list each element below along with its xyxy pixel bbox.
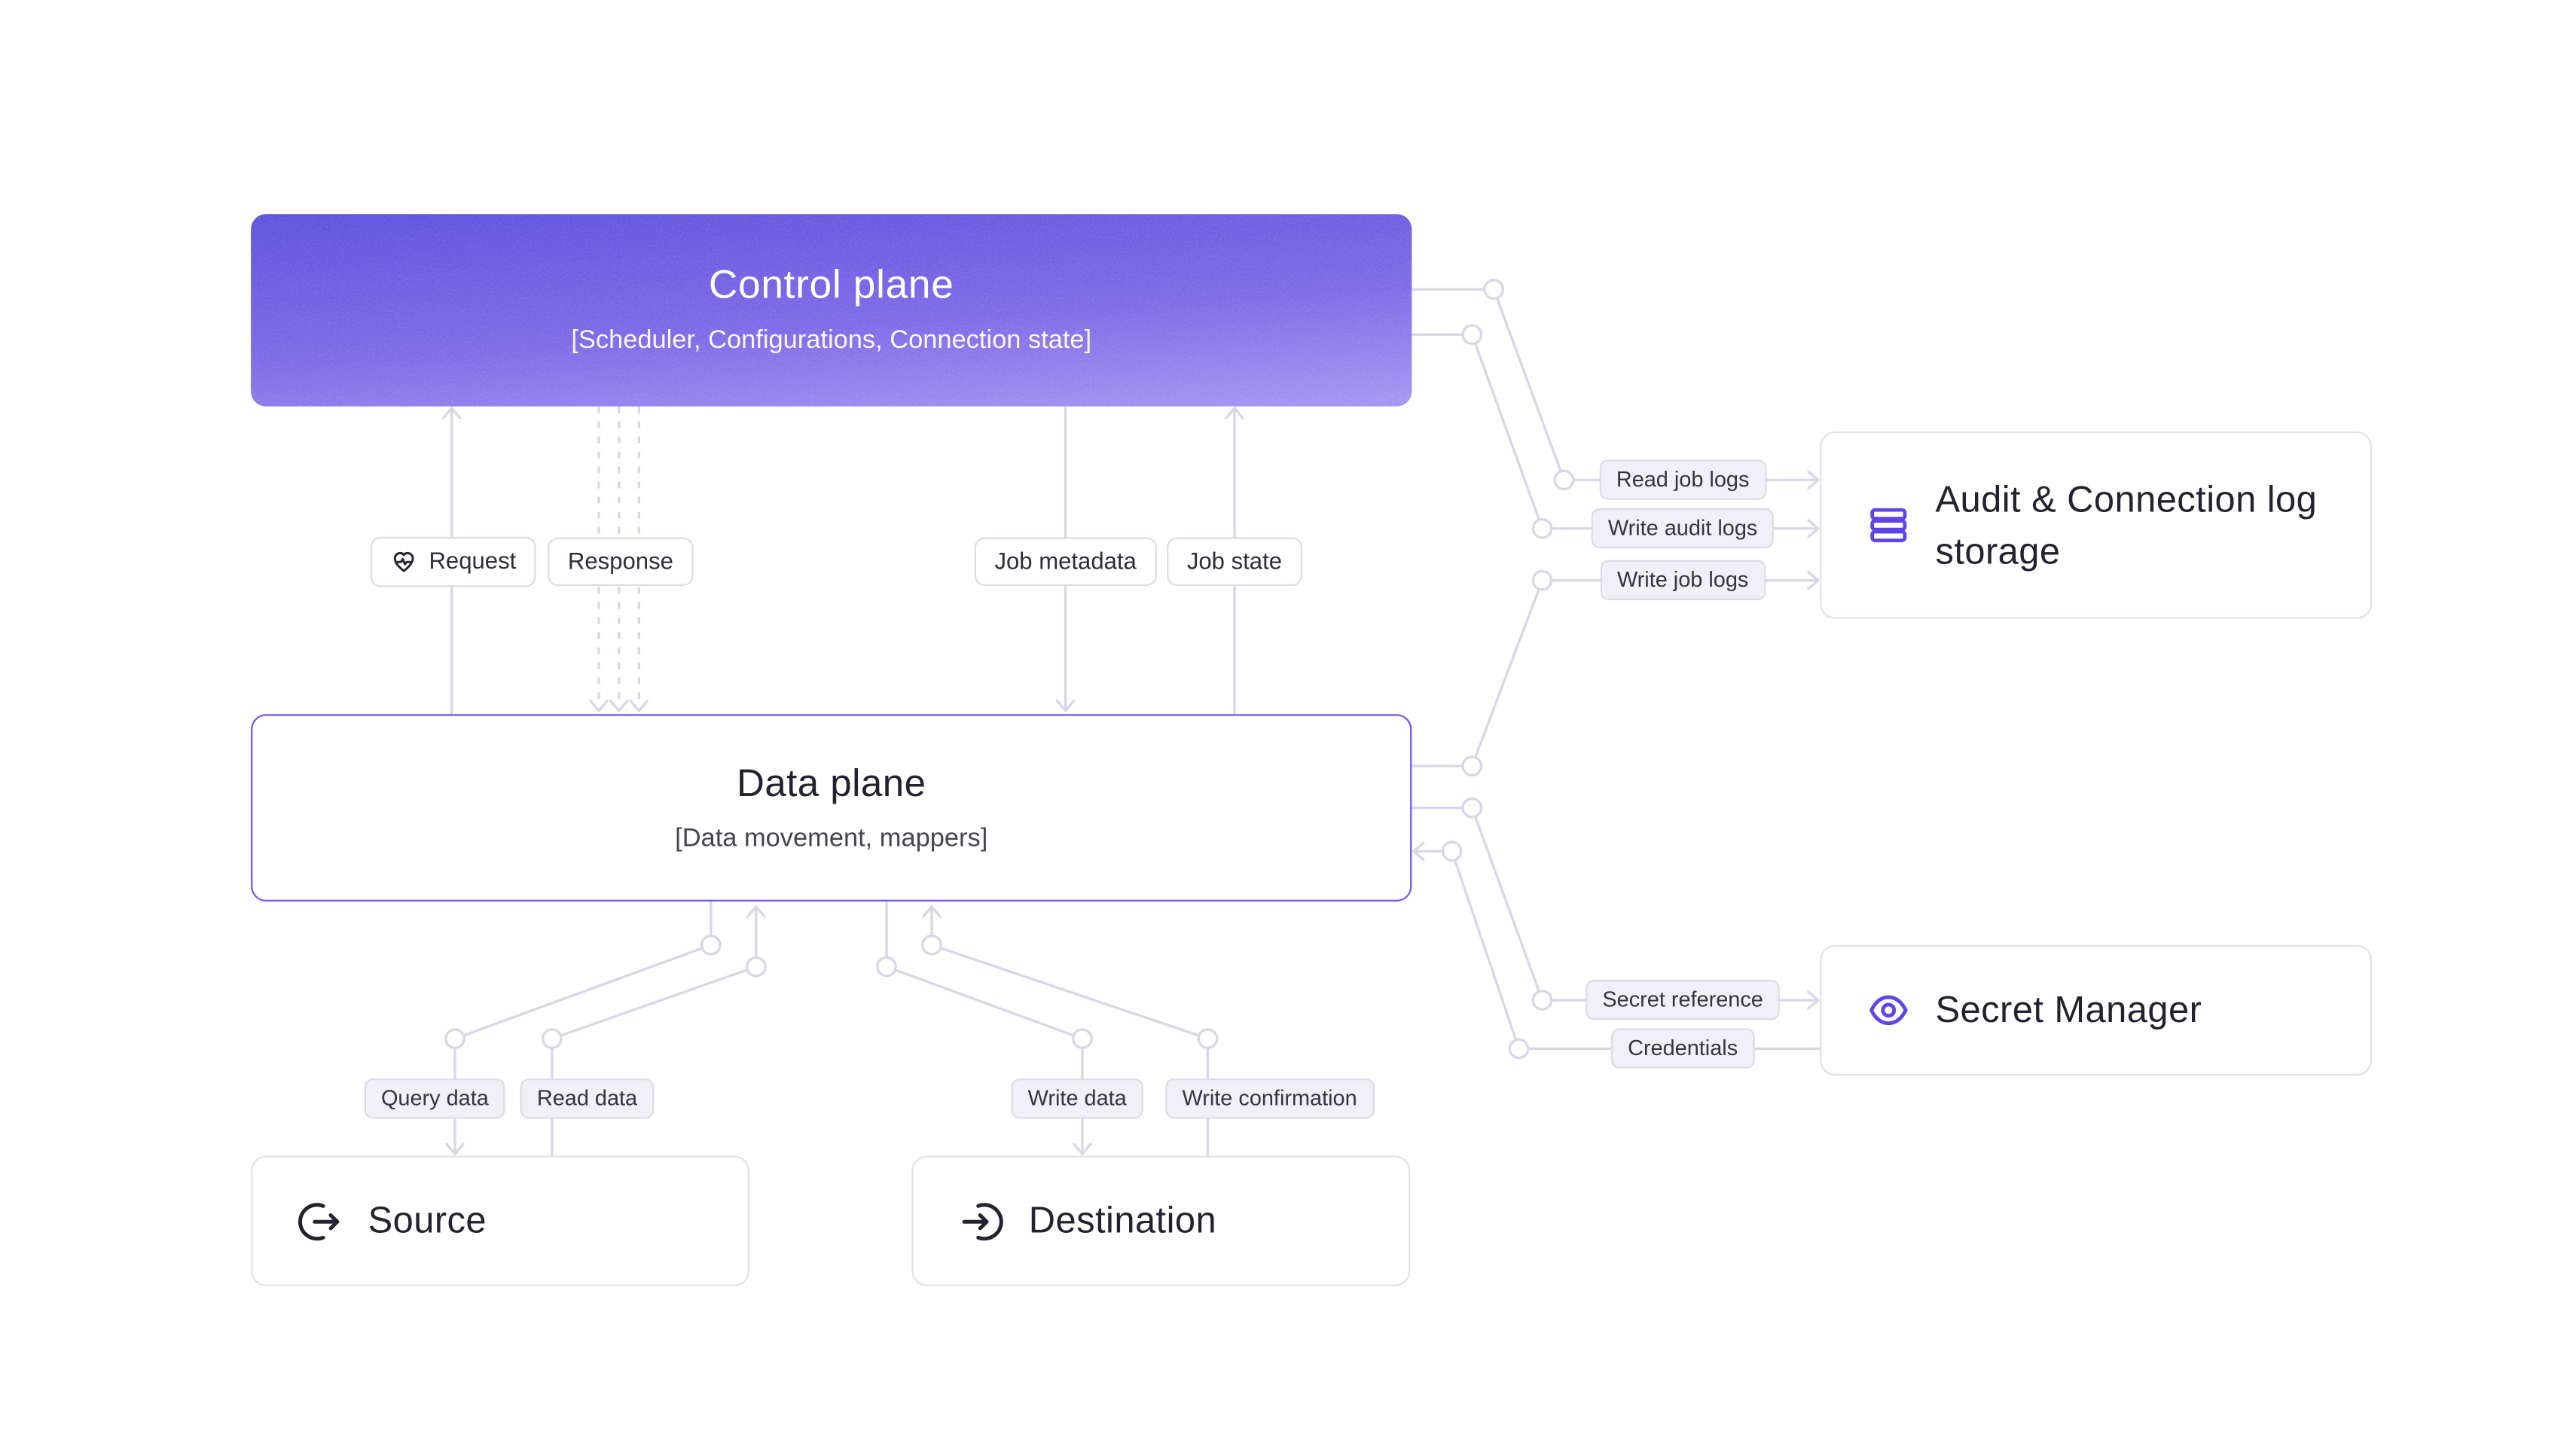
edge-label-write-data: Write data bbox=[1011, 1078, 1143, 1120]
arrow-out-circle-icon bbox=[298, 1198, 343, 1243]
data-plane-node: Data plane [Data movement, mappers] bbox=[251, 714, 1412, 902]
edge-read-job-logs bbox=[1412, 288, 1817, 482]
arrowheads bbox=[441, 407, 1820, 1156]
edge-label-job-state: Job state bbox=[1167, 537, 1302, 587]
secret-manager-node: Secret Manager bbox=[1820, 944, 2373, 1075]
edge-label-text: Request bbox=[429, 547, 517, 575]
edge-label-text: Secret reference bbox=[1602, 986, 1763, 1012]
edge-secret-reference bbox=[1412, 806, 1817, 1002]
heart-pulse-icon bbox=[390, 548, 417, 575]
data-plane-subtitle: [Data movement, mappers] bbox=[675, 824, 988, 853]
destination-title: Destination bbox=[1028, 1199, 1217, 1241]
connection-port-dots bbox=[444, 279, 1575, 1060]
edge-label-text: Read data bbox=[536, 1084, 638, 1111]
edge-label-secret-reference: Secret reference bbox=[1586, 980, 1781, 1021]
control-plane-node: Control plane [Scheduler, Configurations… bbox=[251, 214, 1412, 407]
edge-response bbox=[597, 406, 641, 700]
control-plane-subtitle: [Scheduler, Configurations, Connection s… bbox=[571, 326, 1092, 355]
edge-label-text: Read job logs bbox=[1616, 466, 1750, 492]
edge-label-credentials: Credentials bbox=[1610, 1028, 1755, 1069]
edge-label-query-data: Query data bbox=[364, 1078, 506, 1120]
edge-label-text: Credentials bbox=[1628, 1035, 1738, 1060]
audit-log-storage-title: Audit & Connection log storage bbox=[1935, 478, 2318, 572]
control-plane-title: Control plane bbox=[708, 262, 954, 308]
secret-manager-title: Secret Manager bbox=[1935, 988, 2202, 1031]
edge-label-read-data: Read data bbox=[520, 1078, 655, 1120]
edge-label-response: Response bbox=[548, 537, 694, 587]
edge-label-text: Write audit logs bbox=[1607, 514, 1758, 540]
edge-label-write-job-logs: Write job logs bbox=[1600, 560, 1766, 601]
edge-label-text: Write data bbox=[1027, 1084, 1127, 1111]
edge-label-text: Response bbox=[567, 547, 673, 575]
edge-label-job-metadata: Job metadata bbox=[974, 537, 1157, 587]
edge-label-text: Write confirmation bbox=[1182, 1084, 1357, 1111]
data-plane-title: Data plane bbox=[736, 761, 926, 805]
edge-label-text: Write job logs bbox=[1616, 566, 1749, 592]
eye-icon bbox=[1866, 988, 1910, 1032]
edge-label-write-audit-logs: Write audit logs bbox=[1591, 508, 1775, 549]
edge-label-read-job-logs: Read job logs bbox=[1599, 459, 1766, 501]
edge-label-text: Job state bbox=[1186, 547, 1283, 575]
edge-label-text: Job metadata bbox=[994, 547, 1137, 575]
edge-label-write-confirmation: Write confirmation bbox=[1165, 1078, 1374, 1120]
arrow-in-circle-icon bbox=[959, 1198, 1004, 1243]
destination-node: Destination bbox=[911, 1155, 1411, 1286]
audit-log-storage-node: Audit & Connection log storage bbox=[1820, 431, 2373, 619]
edge-label-request: Request bbox=[370, 536, 536, 587]
source-node: Source bbox=[251, 1155, 749, 1286]
database-icon bbox=[1866, 503, 1910, 547]
edge-label-text: Query data bbox=[380, 1084, 489, 1111]
source-title: Source bbox=[368, 1199, 487, 1241]
edge-write-job-logs bbox=[1412, 578, 1817, 767]
